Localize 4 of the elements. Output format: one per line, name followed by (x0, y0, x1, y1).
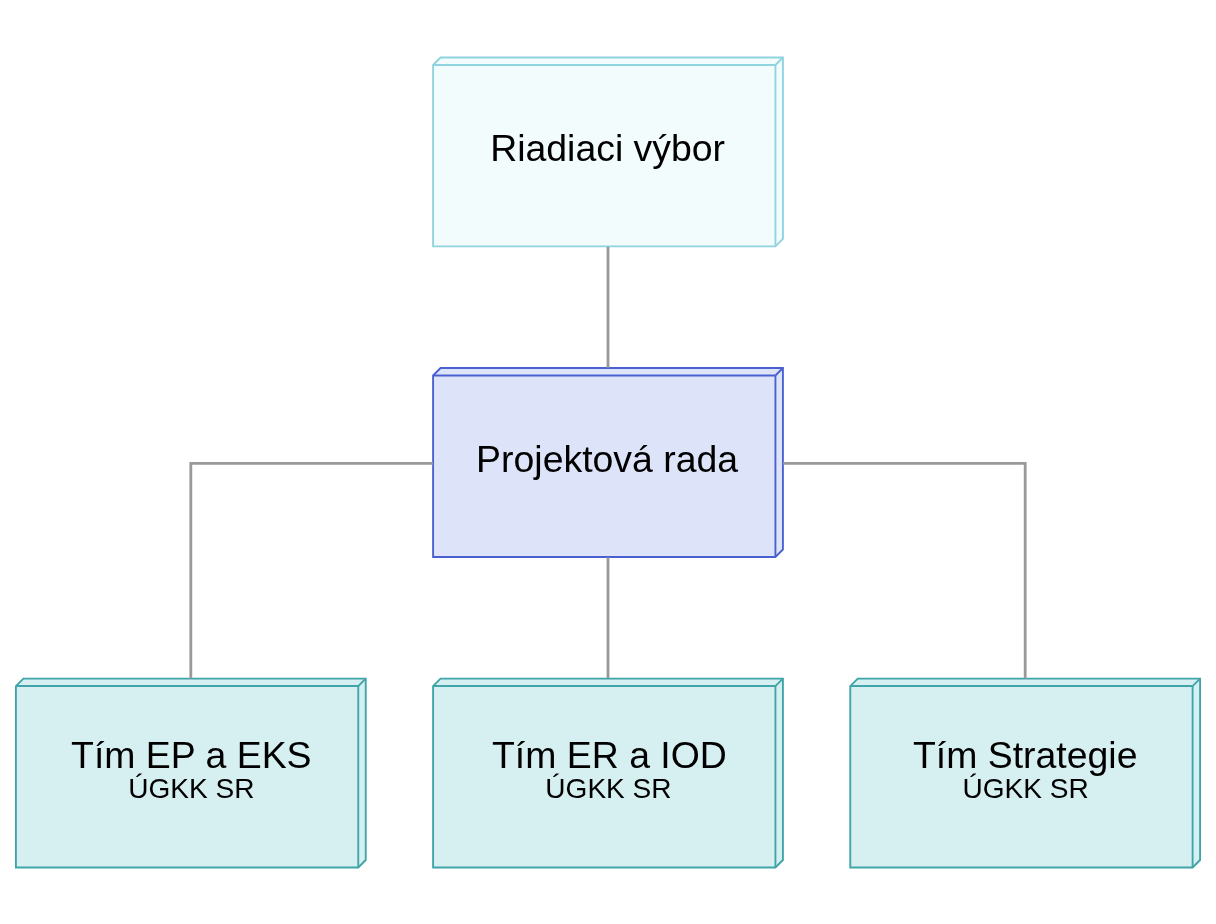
connector (606, 246, 610, 368)
connector (606, 556, 610, 678)
connector (783, 461, 1027, 678)
connector (189, 461, 433, 678)
